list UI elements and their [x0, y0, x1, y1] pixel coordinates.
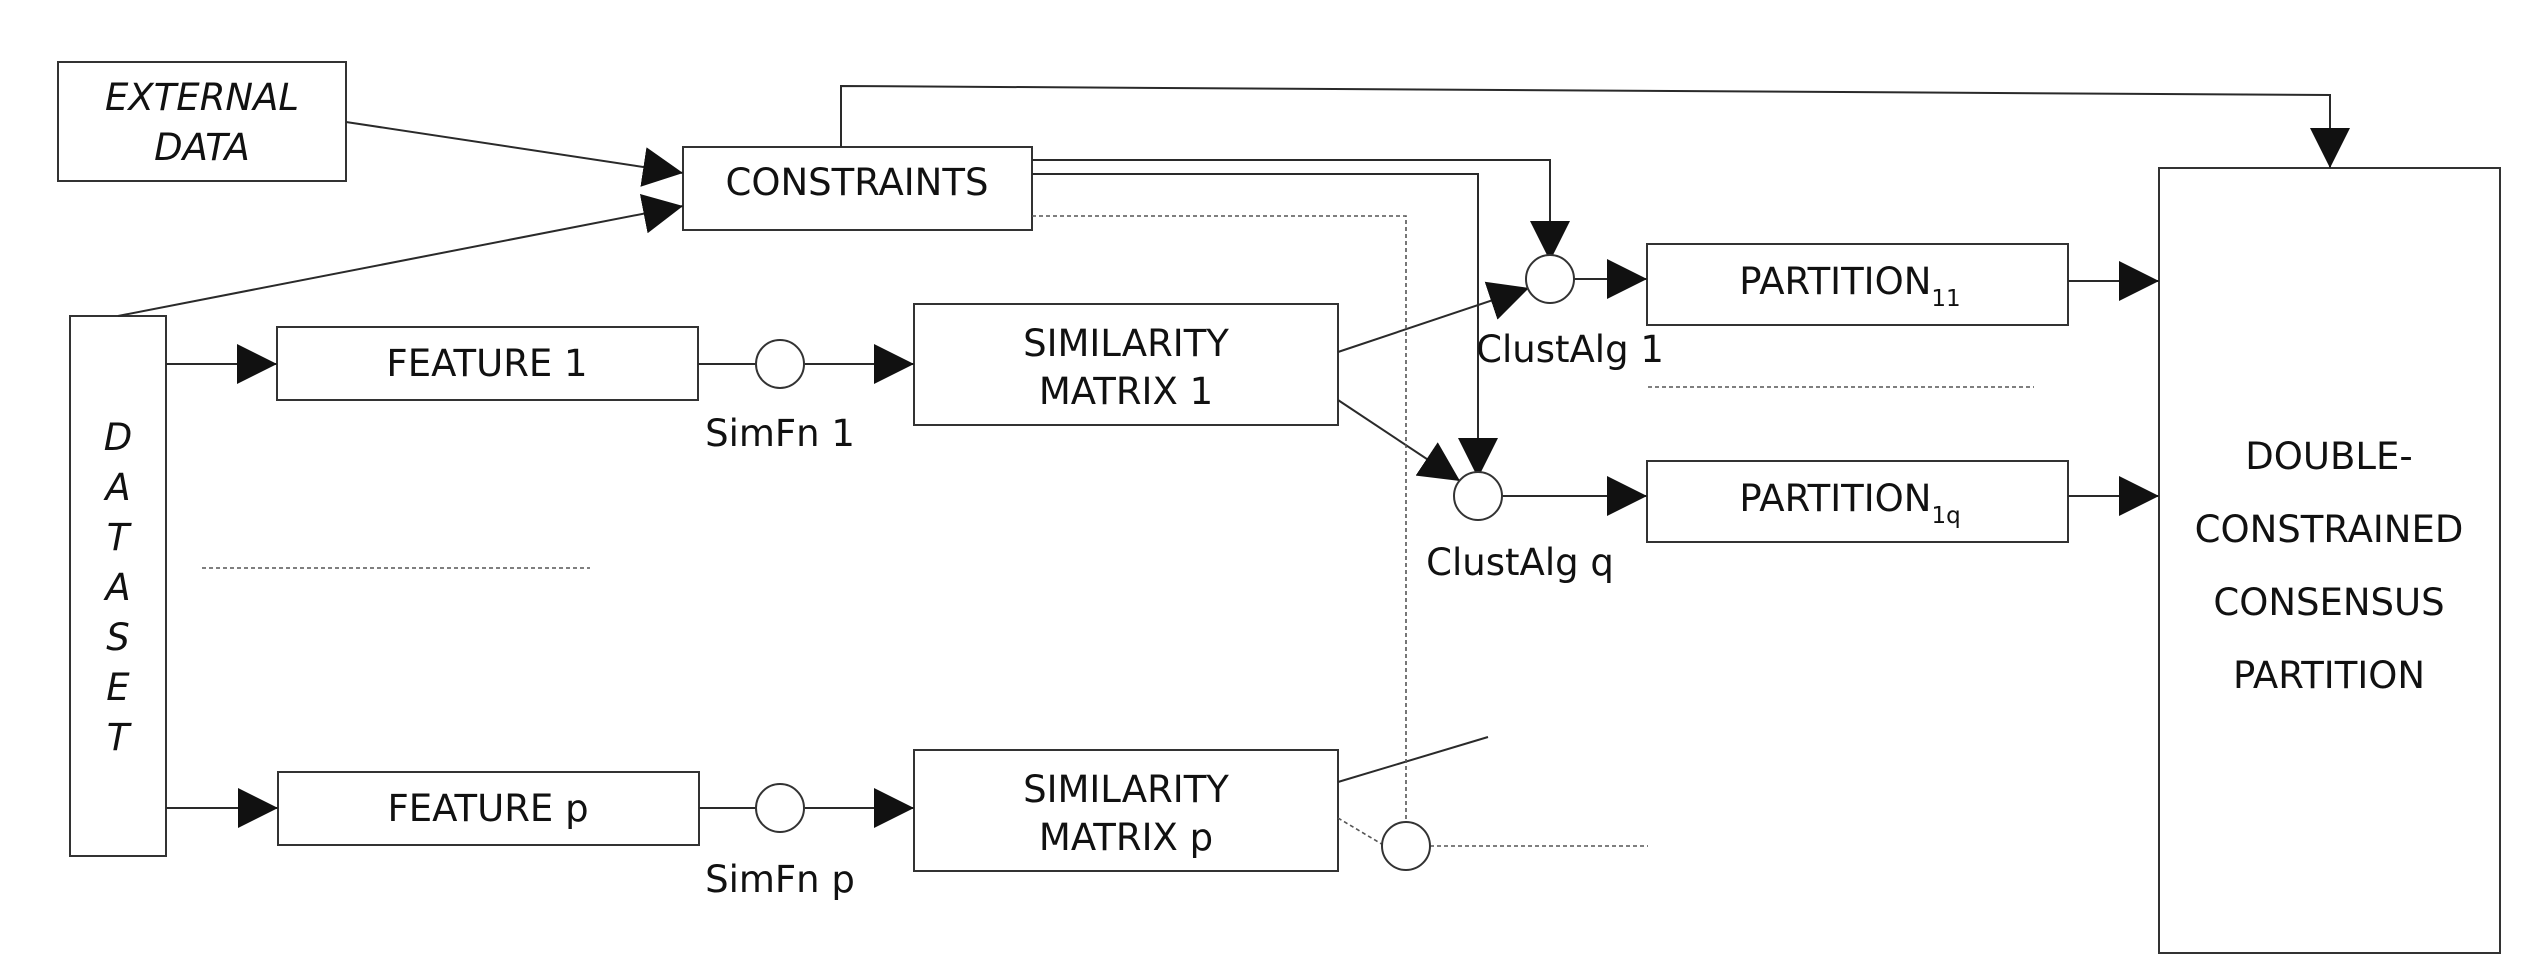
external-data-box: EXTERNAL DATA [57, 61, 347, 182]
similarity-matrix-p-line2: MATRIX p [1039, 816, 1213, 859]
clustalg-1-label: ClustAlg 1 [1476, 328, 1664, 371]
constraints-label: CONSTRAINTS [726, 161, 989, 204]
consensus-partition-box: DOUBLE- CONSTRAINED CONSENSUS PARTITION [2158, 167, 2501, 954]
edge-matrix-1-to-clustalg-q [1337, 399, 1461, 482]
edge-matrix-p-partial [1337, 736, 1489, 783]
edge-constraints-to-clustalg-p-dashed [1032, 215, 1407, 826]
consensus-line3: CONSENSUS [2213, 581, 2444, 624]
partition-11-subscript: 11 [1931, 286, 1960, 312]
simfn-p-node [755, 783, 805, 833]
feature-p-box: FEATURE p [277, 771, 700, 846]
edge-external-to-constraints [345, 121, 684, 187]
clustalg-p-node [1381, 821, 1431, 871]
edge-matrix-p-to-clustalg-dashed [1337, 817, 1386, 847]
similarity-matrix-p-box: SIMILARITY MATRIX p [913, 749, 1339, 872]
dataset-letter-3: T [107, 516, 132, 559]
dataset-letter-1: D [104, 416, 133, 459]
similarity-matrix-1-line2: MATRIX 1 [1039, 370, 1213, 413]
partition-1q-main: PARTITION [1739, 477, 1931, 520]
consensus-line4: PARTITION [2233, 654, 2425, 697]
constraints-box: CONSTRAINTS [682, 146, 1033, 231]
feature-1-box: FEATURE 1 [276, 326, 699, 401]
dataset-box: D A T A S E T [69, 315, 167, 857]
partition-1q-box: PARTITION1q [1646, 460, 2069, 543]
edge-constraints-to-clustalg-q [1032, 173, 1498, 478]
clustalg-q-node [1453, 471, 1503, 521]
similarity-matrix-1-box: SIMILARITY MATRIX 1 [913, 303, 1339, 426]
edge-matrix-1-to-clustalg-1 [1337, 281, 1530, 353]
consensus-line2: CONSTRAINED [2195, 508, 2464, 551]
edge-constraints-to-clustalg-1 [1032, 159, 1570, 261]
feature-p-label: FEATURE p [387, 787, 588, 830]
external-data-line1: EXTERNAL [105, 76, 299, 119]
partition-11-box: PARTITION11 [1646, 243, 2069, 326]
edge-dataset-to-constraints [117, 194, 684, 317]
dataset-letter-6: E [106, 666, 130, 709]
partition-11-label: PARTITION11 [1739, 260, 1960, 312]
dataset-letter-7: T [107, 716, 132, 759]
simfn-1-node [755, 339, 805, 389]
clustalg-q-label: ClustAlg q [1426, 541, 1614, 584]
similarity-matrix-1-line1: SIMILARITY [1023, 322, 1229, 365]
simfn-1-label: SimFn 1 [705, 412, 855, 455]
dataset-letter-4: A [103, 566, 130, 609]
clustalg-1-node [1525, 254, 1575, 304]
external-data-line2: DATA [154, 126, 250, 169]
simfn-p-label: SimFn p [705, 858, 855, 901]
edge-constraints-to-consensus [840, 84, 2350, 168]
dataset-letter-5: S [106, 616, 130, 659]
dataset-letter-2: A [103, 466, 130, 509]
partition-1q-label: PARTITION1q [1739, 477, 1960, 529]
consensus-line1: DOUBLE- [2245, 435, 2412, 478]
partition-1q-subscript: 1q [1931, 503, 1960, 529]
similarity-matrix-p-line1: SIMILARITY [1023, 768, 1229, 811]
feature-1-label: FEATURE 1 [386, 342, 587, 385]
partition-11-main: PARTITION [1739, 260, 1931, 303]
